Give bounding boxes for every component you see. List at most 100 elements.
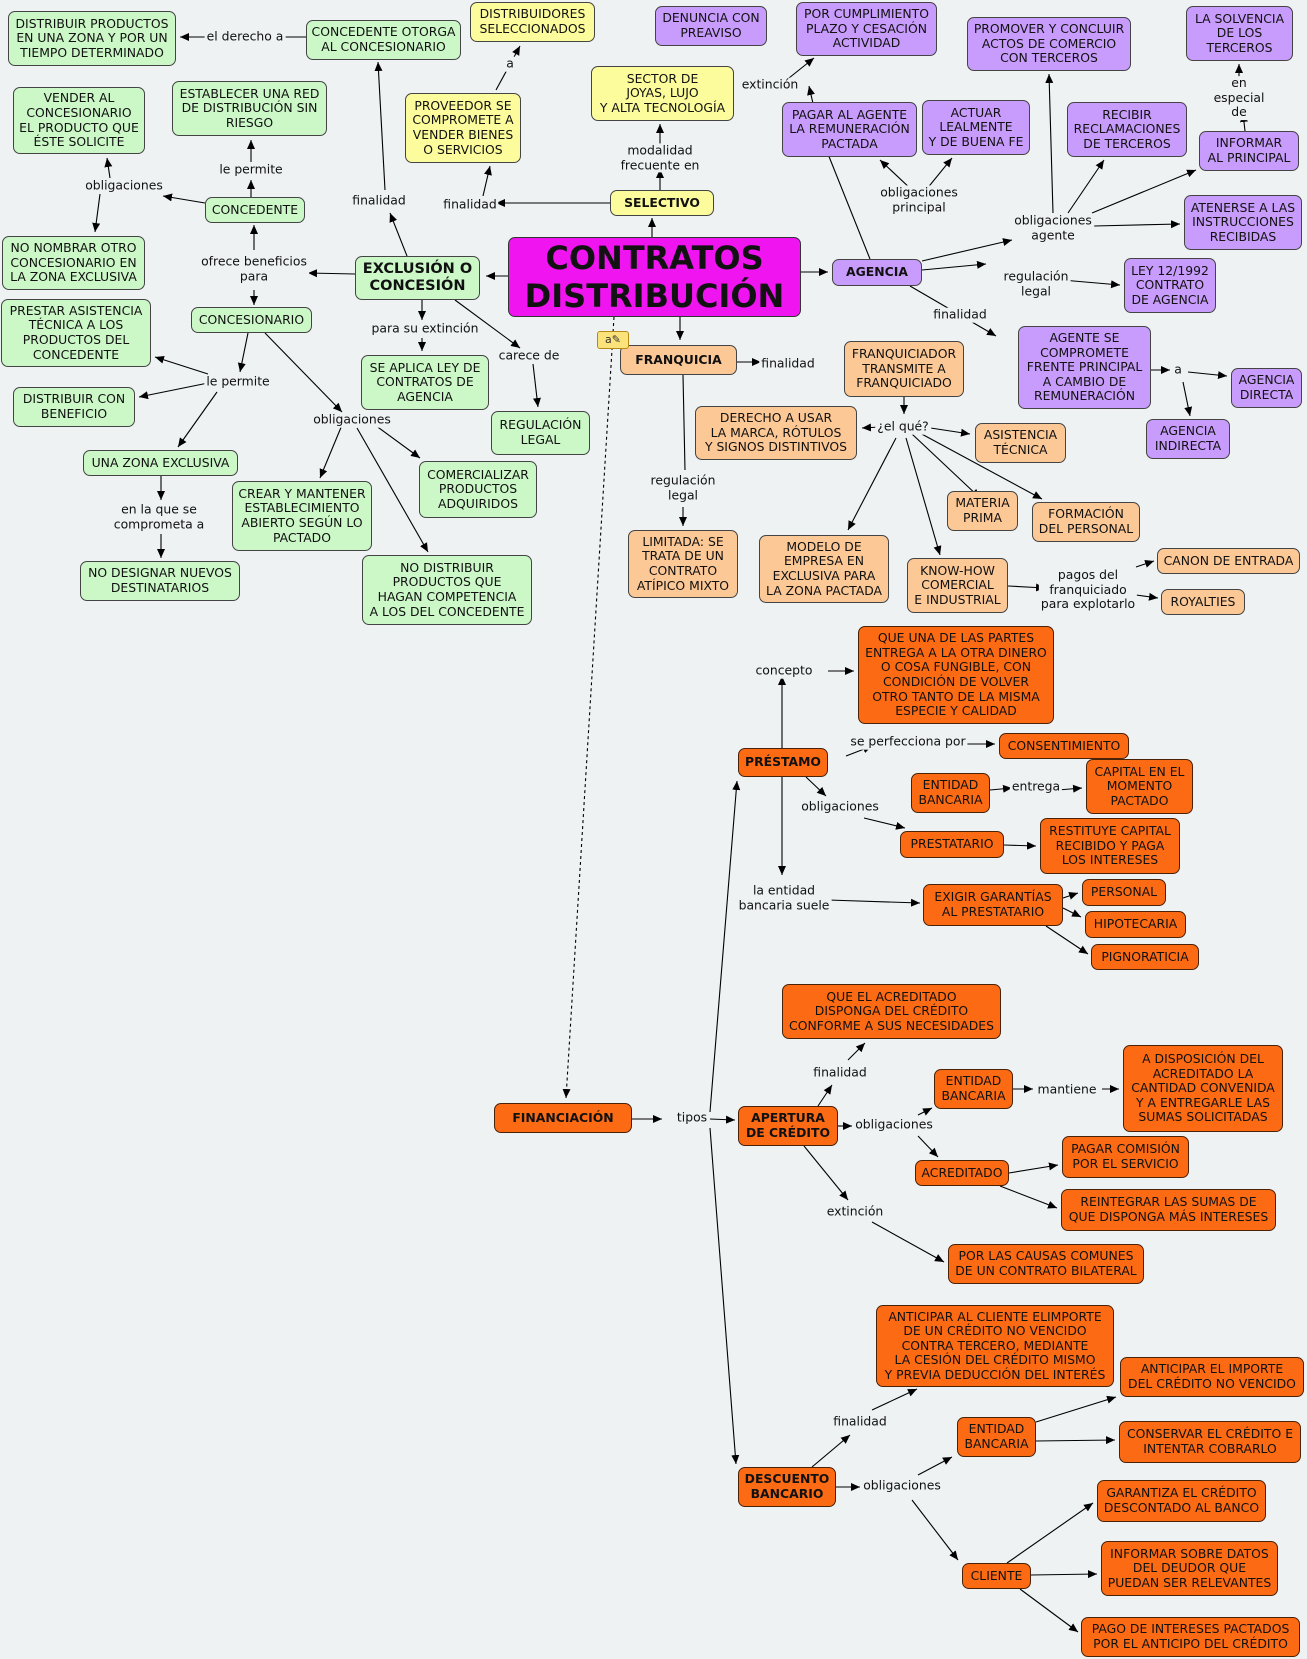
node-concedente-otorga[interactable]: CONCEDENTE OTORGA AL CONCESIONARIO [306,20,461,60]
node-exigir-garantias[interactable]: EXIGIR GARANTÍAS AL PRESTATARIO [923,884,1063,926]
node-garantiza[interactable]: GARANTIZA EL CRÉDITO DESCONTADO AL BANCO [1097,1480,1266,1522]
node-crear-mantener[interactable]: CREAR Y MANTENER ESTABLECIMIENTO ABIERTO… [232,481,372,551]
node-materia-prima[interactable]: MATERIA PRIMA [947,491,1018,531]
node-agente-compromete[interactable]: AGENTE SE COMPROMETE FRENTE PRINCIPAL A … [1018,326,1151,409]
node-recibir-reclamaciones[interactable]: RECIBIR RECLAMACIONES DE TERCEROS [1067,102,1187,157]
node-agencia[interactable]: AGENCIA [832,259,922,286]
node-entidad-bancaria-3[interactable]: ENTIDAD BANCARIA [957,1417,1036,1457]
label-se-perfecciona: se perfecciona por [848,733,968,750]
node-anticipar-cliente[interactable]: ANTICIPAR AL CLIENTE ELIMPORTE DE UN CRÉ… [876,1305,1114,1387]
node-restituye[interactable]: RESTITUYE CAPITAL RECIBIDO Y PAGA LOS IN… [1040,818,1180,874]
connector-line-23 [104,157,113,179]
node-pagar-agente[interactable]: PAGAR AL AGENTE LA REMUNERACIÓN PACTADA [782,102,917,157]
node-no-designar[interactable]: NO DESIGNAR NUEVOS DESTINATARIOS [80,561,240,601]
node-entidad-bancaria-1[interactable]: ENTIDAD BANCARIA [911,773,990,813]
node-ley-12-1992[interactable]: LEY 12/1992 CONTRATO DE AGENCIA [1124,258,1216,313]
connector-line-42 [1061,279,1121,289]
node-promover[interactable]: PROMOVER Y CONCLUIR ACTOS DE COMERCIO CO… [967,17,1131,71]
node-royalties[interactable]: ROYALTIES [1161,589,1245,615]
connector-line-106 [1019,1588,1079,1633]
node-zona-exclusiva[interactable]: UNA ZONA EXCLUSIVA [83,450,238,476]
node-pagar-comision[interactable]: PAGAR COMISIÓN POR EL SERVICIO [1062,1136,1189,1178]
node-conservar[interactable]: CONSERVAR EL CRÉDITO E INTENTAR COBRARLO [1119,1421,1301,1463]
node-cliente[interactable]: CLIENTE [962,1563,1031,1589]
connector-line-105 [1030,1570,1098,1579]
node-limitada[interactable]: LIMITADA: SE TRATA DE UN CONTRATO ATÍPIC… [628,530,738,598]
node-no-distribuir[interactable]: NO DISTRIBUIR PRODUCTOS QUE HAGAN COMPET… [362,555,532,625]
node-prestamo[interactable]: PRÉSTAMO [738,748,828,777]
node-canon[interactable]: CANON DE ENTRADA [1157,548,1300,574]
node-derecho-usar[interactable]: DERECHO A USAR LA MARCA, RÓTULOS Y SIGNO… [695,406,857,460]
connector-line-103 [911,1499,959,1561]
node-acreditado[interactable]: ACREDITADO [915,1160,1009,1186]
node-asistencia-tecnica[interactable]: ASISTENCIA TÉCNICA [975,423,1066,463]
node-atenerse[interactable]: ATENERSE A LAS INSTRUCCIONES RECIBIDAS [1184,195,1302,250]
label-a-2: a [1172,361,1184,378]
edit-note-icon[interactable]: a✎ [597,331,629,349]
label-modalidad: modalidad frecuente en [618,142,702,173]
node-causas-comunes[interactable]: POR LAS CAUSAS COMUNES DE UN CONTRATO BI… [948,1244,1144,1284]
node-pignoraticia[interactable]: PIGNORATICIA [1091,944,1199,970]
node-hipotecaria[interactable]: HIPOTECARIA [1085,911,1186,938]
label-concepto: concepto [753,662,815,679]
node-actuar-lealmente[interactable]: ACTUAR LEALMENTE Y DE BUENA FE [922,100,1030,155]
node-exclusion[interactable]: EXCLUSIÓN O CONCESIÓN [355,256,480,300]
node-concedente[interactable]: CONCEDENTE [205,197,305,223]
node-anticipar-importe[interactable]: ANTICIPAR EL IMPORTE DEL CRÉDITO NO VENC… [1120,1357,1304,1397]
node-consentimiento[interactable]: CONSENTIMIENTO [999,733,1129,759]
node-se-aplica[interactable]: SE APLICA LEY DE CONTRATOS DE AGENCIA [361,355,489,410]
node-denuncia[interactable]: DENUNCIA CON PREAVISO [655,6,767,46]
node-por-cumplimiento[interactable]: POR CUMPLIMIENTO PLAZO Y CESACIÓN ACTIVI… [796,2,937,56]
connector-line-65 [1007,583,1046,592]
node-distribuir-beneficio[interactable]: DISTRIBUIR CON BENEFICIO [13,387,135,427]
node-reintegrar[interactable]: REINTEGRAR LAS SUMAS DE QUE DISPONGA MÁS… [1061,1189,1276,1231]
node-know-how[interactable]: KNOW-HOW COMERCIAL E INDUSTRIAL [907,558,1008,613]
node-formacion[interactable]: FORMACIÓN DEL PERSONAL [1032,502,1140,542]
node-selectivo[interactable]: SELECTIVO [610,190,714,216]
label-a-1: a [504,55,516,72]
node-distribuidores-seleccionados[interactable]: DISTRIBUIDORES SELECCIONADOS [470,2,595,42]
node-pago-intereses[interactable]: PAGO DE INTERESES PACTADOS POR EL ANTICI… [1081,1617,1300,1657]
label-obligaciones-3: obligaciones [799,798,881,815]
node-financiacion[interactable]: FINANCIACIÓN [494,1103,632,1133]
node-establecer-red[interactable]: ESTABLECER UNA RED DE DISTRIBUCIÓN SIN R… [172,81,327,136]
label-obligaciones-5: obligaciones [861,1477,943,1494]
node-que-acreditado[interactable]: QUE EL ACREDITADO DISPONGA DEL CRÉDITO C… [782,984,1001,1039]
label-mantiene: mantiene [1035,1081,1099,1098]
node-distribuir-zona[interactable]: DISTRIBUIR PRODUCTOS EN UNA ZONA Y POR U… [8,11,176,66]
connector-line-63 [682,374,686,471]
node-proveedor[interactable]: PROVEEDOR SE COMPROMETE A VENDER BIENES … [405,93,521,163]
connector-line-53 [1187,371,1228,380]
node-modelo-empresa[interactable]: MODELO DE EMPRESA EN EXCLUSIVA PARA LA Z… [759,535,889,603]
connector-line-75 [863,817,906,830]
node-no-nombrar[interactable]: NO NOMBRAR OTRO CONCESIONARIO EN LA ZONA… [2,236,145,290]
label-el-que: ¿el qué? [875,418,931,435]
node-informar-datos[interactable]: INFORMAR SOBRE DATOS DEL DEUDOR QUE PUED… [1101,1541,1278,1596]
connector-line-89 [917,1107,933,1116]
node-apertura[interactable]: APERTURA DE CRÉDITO [738,1106,838,1146]
node-comercializar[interactable]: COMERCIALIZAR PRODUCTOS ADQUIRIDOS [419,461,537,518]
node-vender-concesionario[interactable]: VENDER AL CONCESIONARIO EL PRODUCTO QUE … [13,87,145,154]
node-franquicia[interactable]: FRANQUICIA [620,345,737,375]
node-prestar-asistencia[interactable]: PRESTAR ASISTENCIA TÉCNICA A LOS PRODUCT… [1,299,151,367]
node-personal[interactable]: PERSONAL [1082,879,1166,906]
node-agencia-directa[interactable]: AGENCIA DIRECTA [1231,368,1302,408]
node-agencia-indirecta[interactable]: AGENCIA INDIRECTA [1146,419,1230,459]
node-que-una-partes[interactable]: QUE UNA DE LAS PARTES ENTREGA A LA OTRA … [858,626,1054,724]
connector-line-62 [905,437,942,556]
node-franquiciador[interactable]: FRANQUICIADOR TRANSMITE A FRANQUICIADO [844,341,964,397]
connector-line-9 [482,165,492,197]
node-informar-principal[interactable]: INFORMAR AL PRINCIPAL [1199,131,1299,171]
node-prestatario[interactable]: PRESTATARIO [900,831,1004,858]
node-capital-momento[interactable]: CAPITAL EN EL MOMENTO PACTADO [1086,759,1193,814]
node-a-disposicion[interactable]: A DISPOSICIÓN DEL ACREDITADO LA CANTIDAD… [1123,1045,1283,1132]
node-concesionario[interactable]: CONCESIONARIO [191,307,312,333]
node-regulacion-legal[interactable]: REGULACIÓN LEGAL [491,411,590,455]
node-main[interactable]: CONTRATOS DISTRIBUCIÓN [508,237,801,317]
connector-line-31 [264,332,343,413]
node-entidad-bancaria-2[interactable]: ENTIDAD BANCARIA [934,1069,1013,1109]
connector-line-28 [154,355,209,375]
node-solvencia[interactable]: LA SOLVENCIA DE LOS TERCEROS [1186,6,1293,61]
node-descuento[interactable]: DESCUENTO BANCARIO [738,1467,836,1507]
node-sector-joyas[interactable]: SECTOR DE JOYAS, LUJO Y ALTA TECNOLOGÍA [591,66,734,121]
